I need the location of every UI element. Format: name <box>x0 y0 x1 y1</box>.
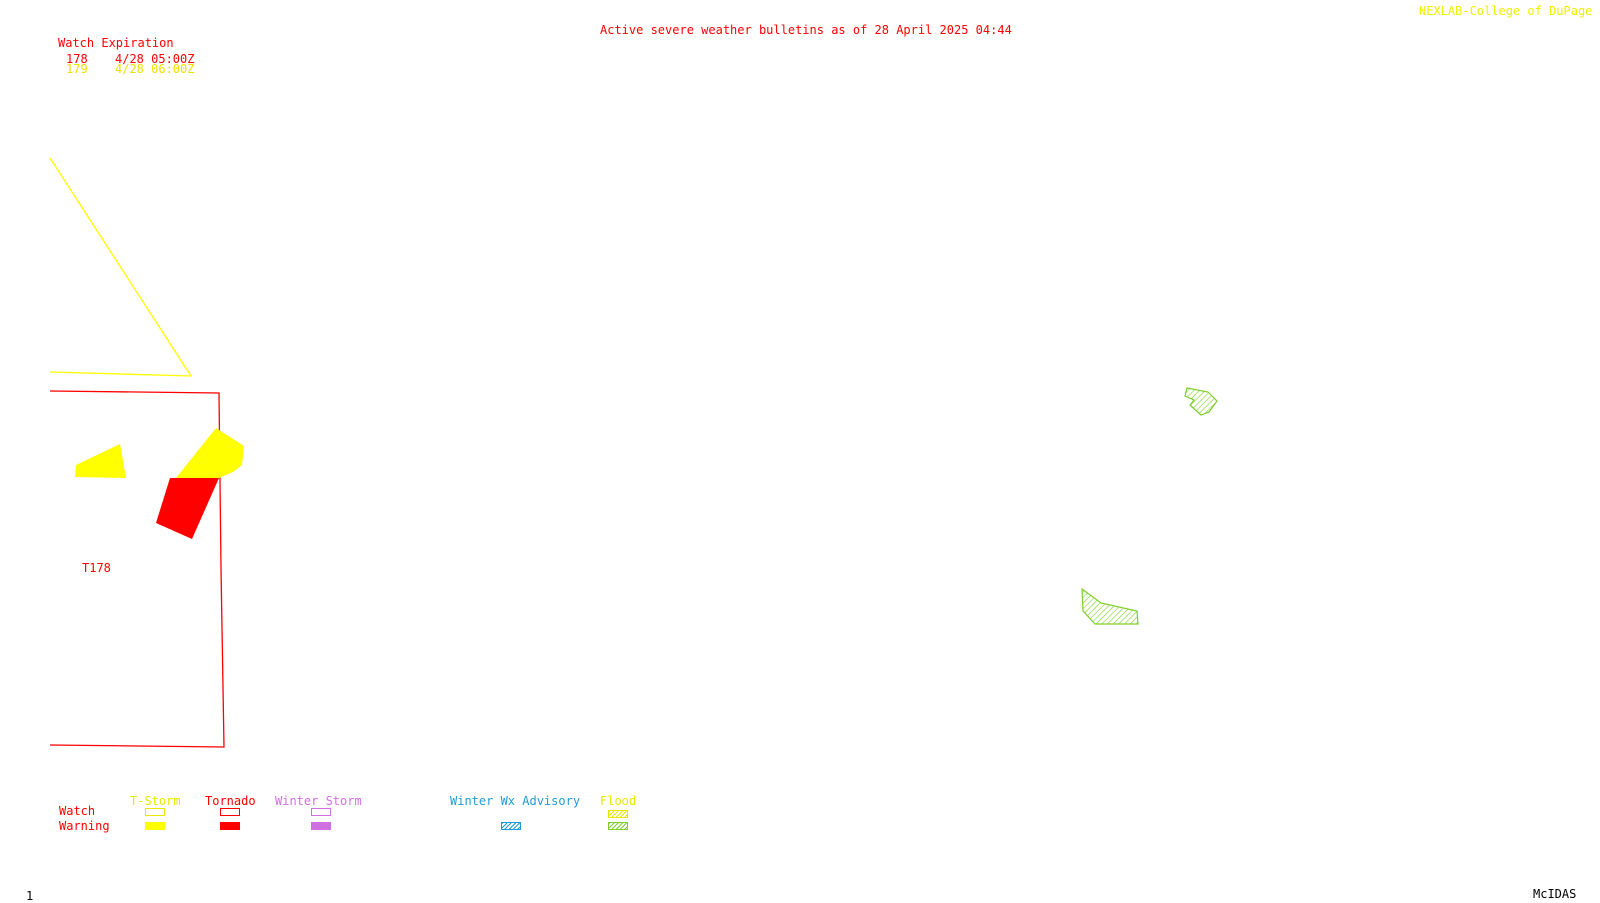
legend-winter-storm-label: Winter Storm <box>275 794 362 808</box>
legend-row-watch: Watch <box>59 804 96 818</box>
tstorm-watch-179-outline <box>49 157 193 377</box>
legend-tstorm-label: T-Storm <box>130 794 181 808</box>
tstorm-warning-east <box>176 428 244 478</box>
watch-label-t178: T178 <box>82 561 111 575</box>
bulletin-title: Active severe weather bulletins as of 28… <box>600 23 1012 37</box>
legend-winter-storm-warning-swatch <box>311 822 331 830</box>
legend-winter-advisory-swatch <box>501 822 521 830</box>
watch-expiration-row-time: 4/28 06:00Z <box>115 62 195 76</box>
legend-winter-storm-watch-swatch <box>311 808 331 816</box>
legend-winter-advisory-label: Winter Wx Advisory <box>450 794 581 808</box>
watch-expiration-row-id: 178 <box>66 52 88 66</box>
flood-warning-south <box>1081 587 1139 625</box>
watch-expiration-row-id: 179 <box>66 62 88 76</box>
watch-expiration-row-time: 4/28 05:00Z <box>115 52 195 66</box>
frame-number: 1 <box>26 889 34 903</box>
watch-expiration-heading: Watch Expiration <box>58 36 174 50</box>
tornado-watch-178-outline <box>49 390 225 748</box>
legend-flood-warning-swatch <box>608 822 628 830</box>
legend-tornado-warning-swatch <box>220 822 240 830</box>
legend-flood-label: Flood <box>600 794 637 808</box>
legend-flood-watch-swatch <box>608 810 628 818</box>
software-name: McIDAS <box>1533 887 1577 901</box>
flood-warning-north <box>1184 387 1218 416</box>
legend-tstorm-watch-swatch <box>145 808 165 816</box>
tstorm-warning-west <box>75 444 126 478</box>
legend-row-warning: Warning <box>59 819 110 833</box>
tornado-warning <box>156 478 219 539</box>
legend-tornado-label: Tornado <box>205 794 256 808</box>
legend-tornado-watch-swatch <box>220 808 240 816</box>
legend-tstorm-warning-swatch <box>145 822 165 830</box>
